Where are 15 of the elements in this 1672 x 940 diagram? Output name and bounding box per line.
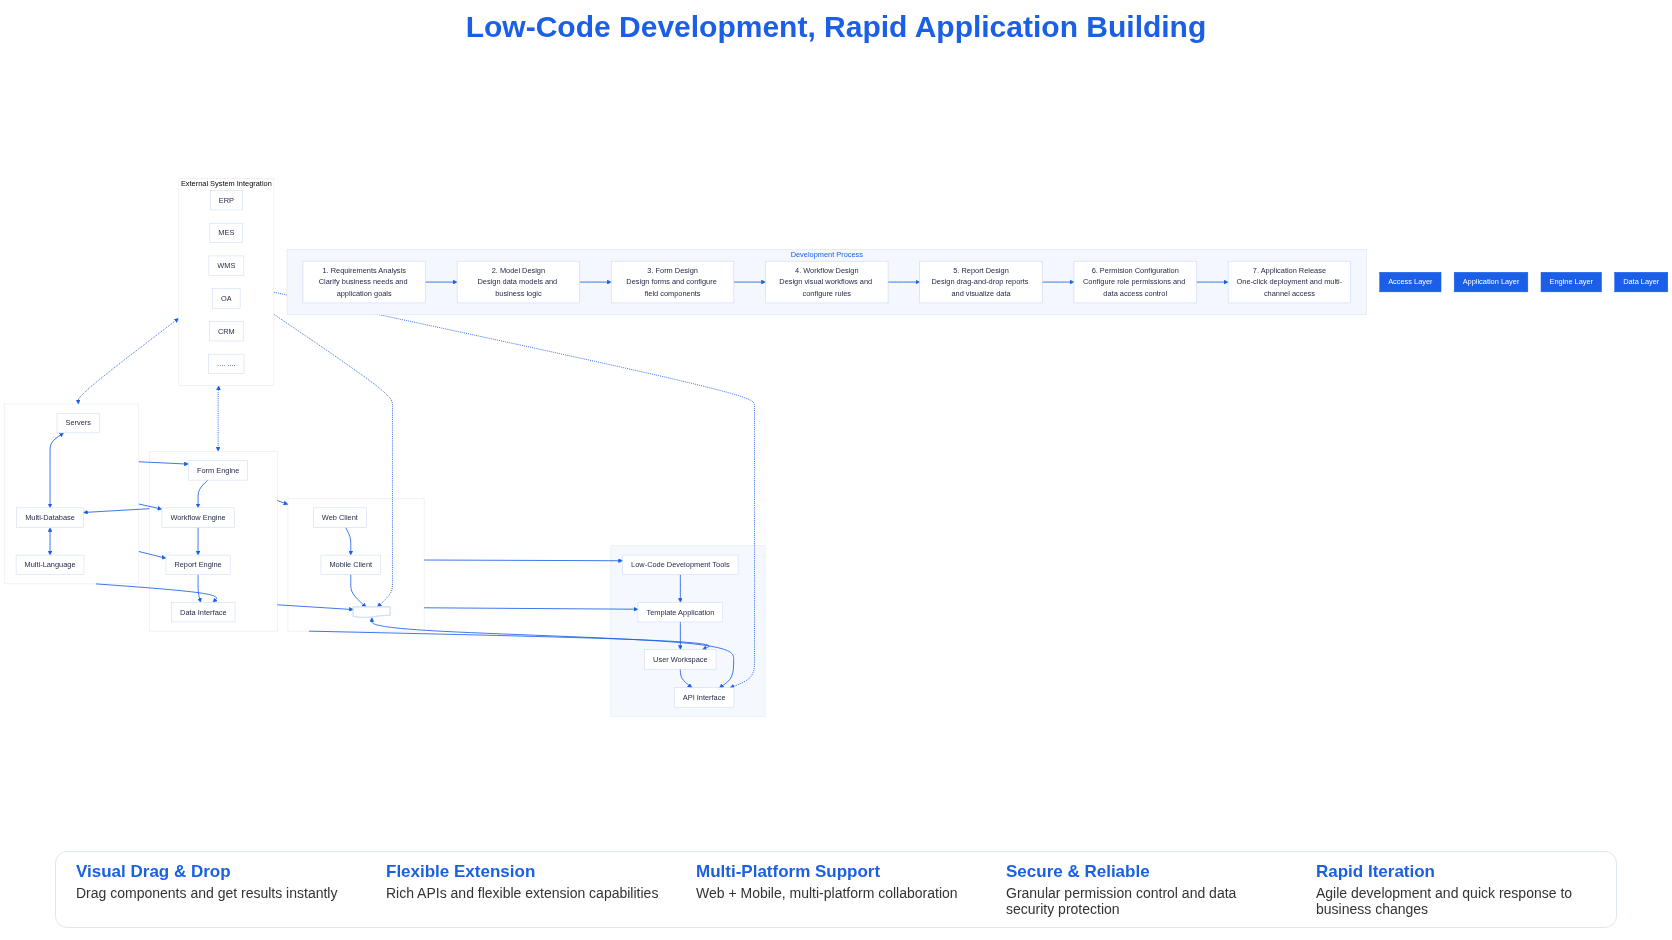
feature-description: Rich APIs and flexible extension capabilities	[386, 885, 660, 901]
feature-description: Granular permission control and data security protection	[1006, 885, 1238, 917]
cluster	[3, 403, 140, 585]
feature-title: Multi-Platform Support	[696, 862, 882, 882]
feature-description: Drag components and get results instantly	[76, 885, 339, 901]
cluster	[610, 545, 766, 717]
feature-description: Agile development and quick response to business changes	[1316, 885, 1574, 917]
feature-title: Flexible Extension	[386, 862, 537, 882]
title: Low-Code Development, Rapid Application Building	[465, 10, 1207, 44]
cluster	[287, 498, 425, 632]
feature-title: Visual Drag & Drop	[76, 862, 232, 882]
feature-title: Secure & Reliable	[1006, 862, 1151, 882]
feature-title: Rapid Iteration	[1316, 862, 1436, 882]
cluster	[149, 451, 278, 632]
feature-description: Web + Mobile, multi-platform collaboration	[696, 885, 959, 901]
